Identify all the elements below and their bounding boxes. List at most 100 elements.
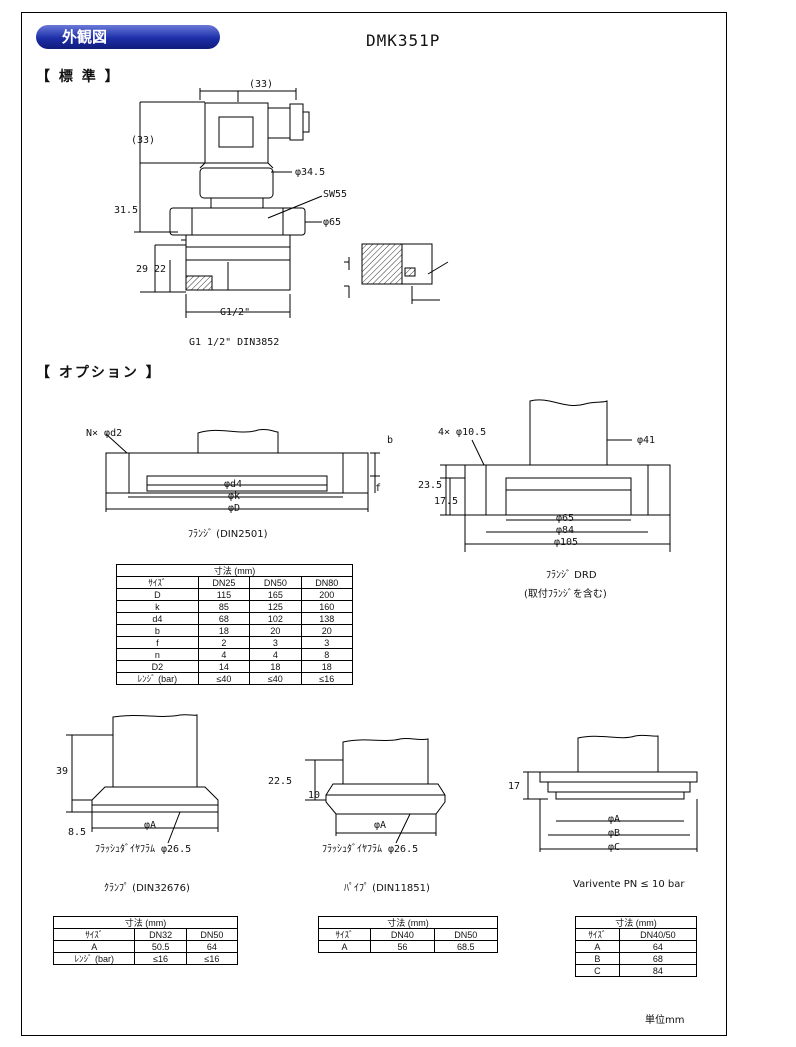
table-cell: C [575, 964, 620, 977]
table-row: ﾚﾝｼﾞ (bar)≤16≤16 [52, 952, 239, 965]
table-cell: D2 [116, 660, 199, 673]
dim-label: 22 [154, 264, 167, 275]
varivent-caption: Varivente PN ≤ 10 bar [573, 879, 685, 890]
table-cell: ≤40 [249, 672, 302, 685]
table-cell: 64 [185, 940, 239, 953]
table-header: DN40 [370, 928, 435, 941]
table-cell: D [116, 588, 199, 601]
dim-label: 4× φ10.5 [438, 427, 487, 438]
dim-label: 17 [508, 781, 521, 792]
unit-note: 単位mm [645, 1015, 685, 1026]
flange-din2501-drawing [105, 428, 380, 512]
page-frame [21, 12, 727, 1036]
varivent-drawing [523, 734, 698, 852]
table-cell: 64 [618, 940, 698, 953]
dim-label: φB [608, 828, 621, 839]
table-cell: 160 [300, 600, 354, 613]
table-cell: n [116, 648, 199, 661]
model-number: DMK351P [366, 31, 441, 50]
table-header: DN40/50 [618, 928, 698, 941]
dim-label: φC [608, 842, 621, 853]
dim-label: φ65 [556, 513, 575, 524]
table-header: DN80 [300, 576, 354, 589]
table-cell: 14 [197, 660, 251, 673]
dim-label: φ84 [556, 525, 575, 536]
table-header: ｻｲｽﾞ [116, 576, 199, 589]
table-cell: 8 [300, 648, 354, 661]
dim-label: f [375, 483, 382, 494]
table-cell: ≤16 [300, 672, 354, 685]
dim-label: φ34.5 [295, 167, 326, 178]
table-cell: 20 [249, 624, 302, 637]
dim-label: 10 [308, 790, 321, 801]
dim-label: φ41 [637, 435, 656, 446]
table-cell: 3 [249, 636, 302, 649]
table-header: DN32 [134, 928, 187, 941]
table-cell: 115 [197, 588, 251, 601]
dim-label: 31.5 [114, 205, 139, 216]
dim-label: 17.5 [434, 496, 459, 507]
table-cell: 3 [300, 636, 354, 649]
dim-label: 23.5 [418, 480, 443, 491]
dim-label: ﾌﾗｯｼｭﾀﾞｲﾔﾌﾗﾑ φ26.5 [95, 844, 192, 855]
table-cell: 84 [618, 964, 698, 977]
flange-drd-caption-note: (取付ﾌﾗﾝｼﾞを含む) [524, 589, 607, 600]
table-header: DN25 [197, 576, 251, 589]
dim-label: φA [374, 820, 387, 831]
dim-label: φ105 [554, 537, 579, 548]
table-cell: 18 [249, 660, 302, 673]
table-cell: ﾚﾝｼﾞ (bar) [116, 672, 199, 685]
table-cell: 68.5 [433, 940, 499, 953]
table-cell: A [52, 940, 136, 953]
table-cell: B [575, 952, 620, 965]
table-cell: 125 [249, 600, 302, 613]
table-cell: 4 [197, 648, 251, 661]
table-cell: 56 [370, 940, 435, 953]
pipe-drawing [305, 737, 446, 844]
flange-drd-caption: ﾌﾗﾝｼﾞ DRD [546, 570, 597, 581]
dim-label: 29 [136, 264, 149, 275]
table-title: 寸法 (mm) [116, 564, 353, 577]
table-header: ｻｲｽﾞ [52, 928, 136, 941]
table-row: ﾚﾝｼﾞ (bar)≤40≤40≤16 [116, 672, 354, 685]
table-cell: ≤16 [185, 952, 239, 965]
table-cell: ﾚﾝｼﾞ (bar) [52, 952, 136, 965]
table-cell: ≤40 [197, 672, 251, 685]
title-badge: 外観図 [36, 25, 220, 49]
dim-label: G1/2" [220, 307, 251, 318]
dim-label: SW55 [323, 189, 348, 200]
flange-din2501-caption: ﾌﾗﾝｼﾞ (DIN2501) [188, 529, 268, 540]
dim-label: 22.5 [268, 776, 293, 787]
dim-label: (33) [131, 135, 156, 146]
table-cell: 18 [300, 660, 354, 673]
table-cell: 2 [197, 636, 251, 649]
table-cell: A [317, 940, 372, 953]
table-cell: 18 [197, 624, 251, 637]
table-cell: 4 [249, 648, 302, 661]
table-cell: ≤16 [134, 952, 187, 965]
table-cell: k [116, 600, 199, 613]
dim-label: φA [144, 820, 157, 831]
table-header: ｻｲｽﾞ [575, 928, 620, 941]
pipe-caption: ﾊﾟｲﾌﾟ (DIN11851) [344, 883, 430, 894]
section-standard-title: 【 標 準 】 [36, 69, 121, 85]
clamp-caption: ｸﾗﾝﾌﾟ (DIN32676) [104, 883, 190, 894]
table-cell: f [116, 636, 199, 649]
table-cell: d4 [116, 612, 199, 625]
table-title: 寸法 (mm) [575, 916, 697, 929]
table-header: DN50 [433, 928, 499, 941]
